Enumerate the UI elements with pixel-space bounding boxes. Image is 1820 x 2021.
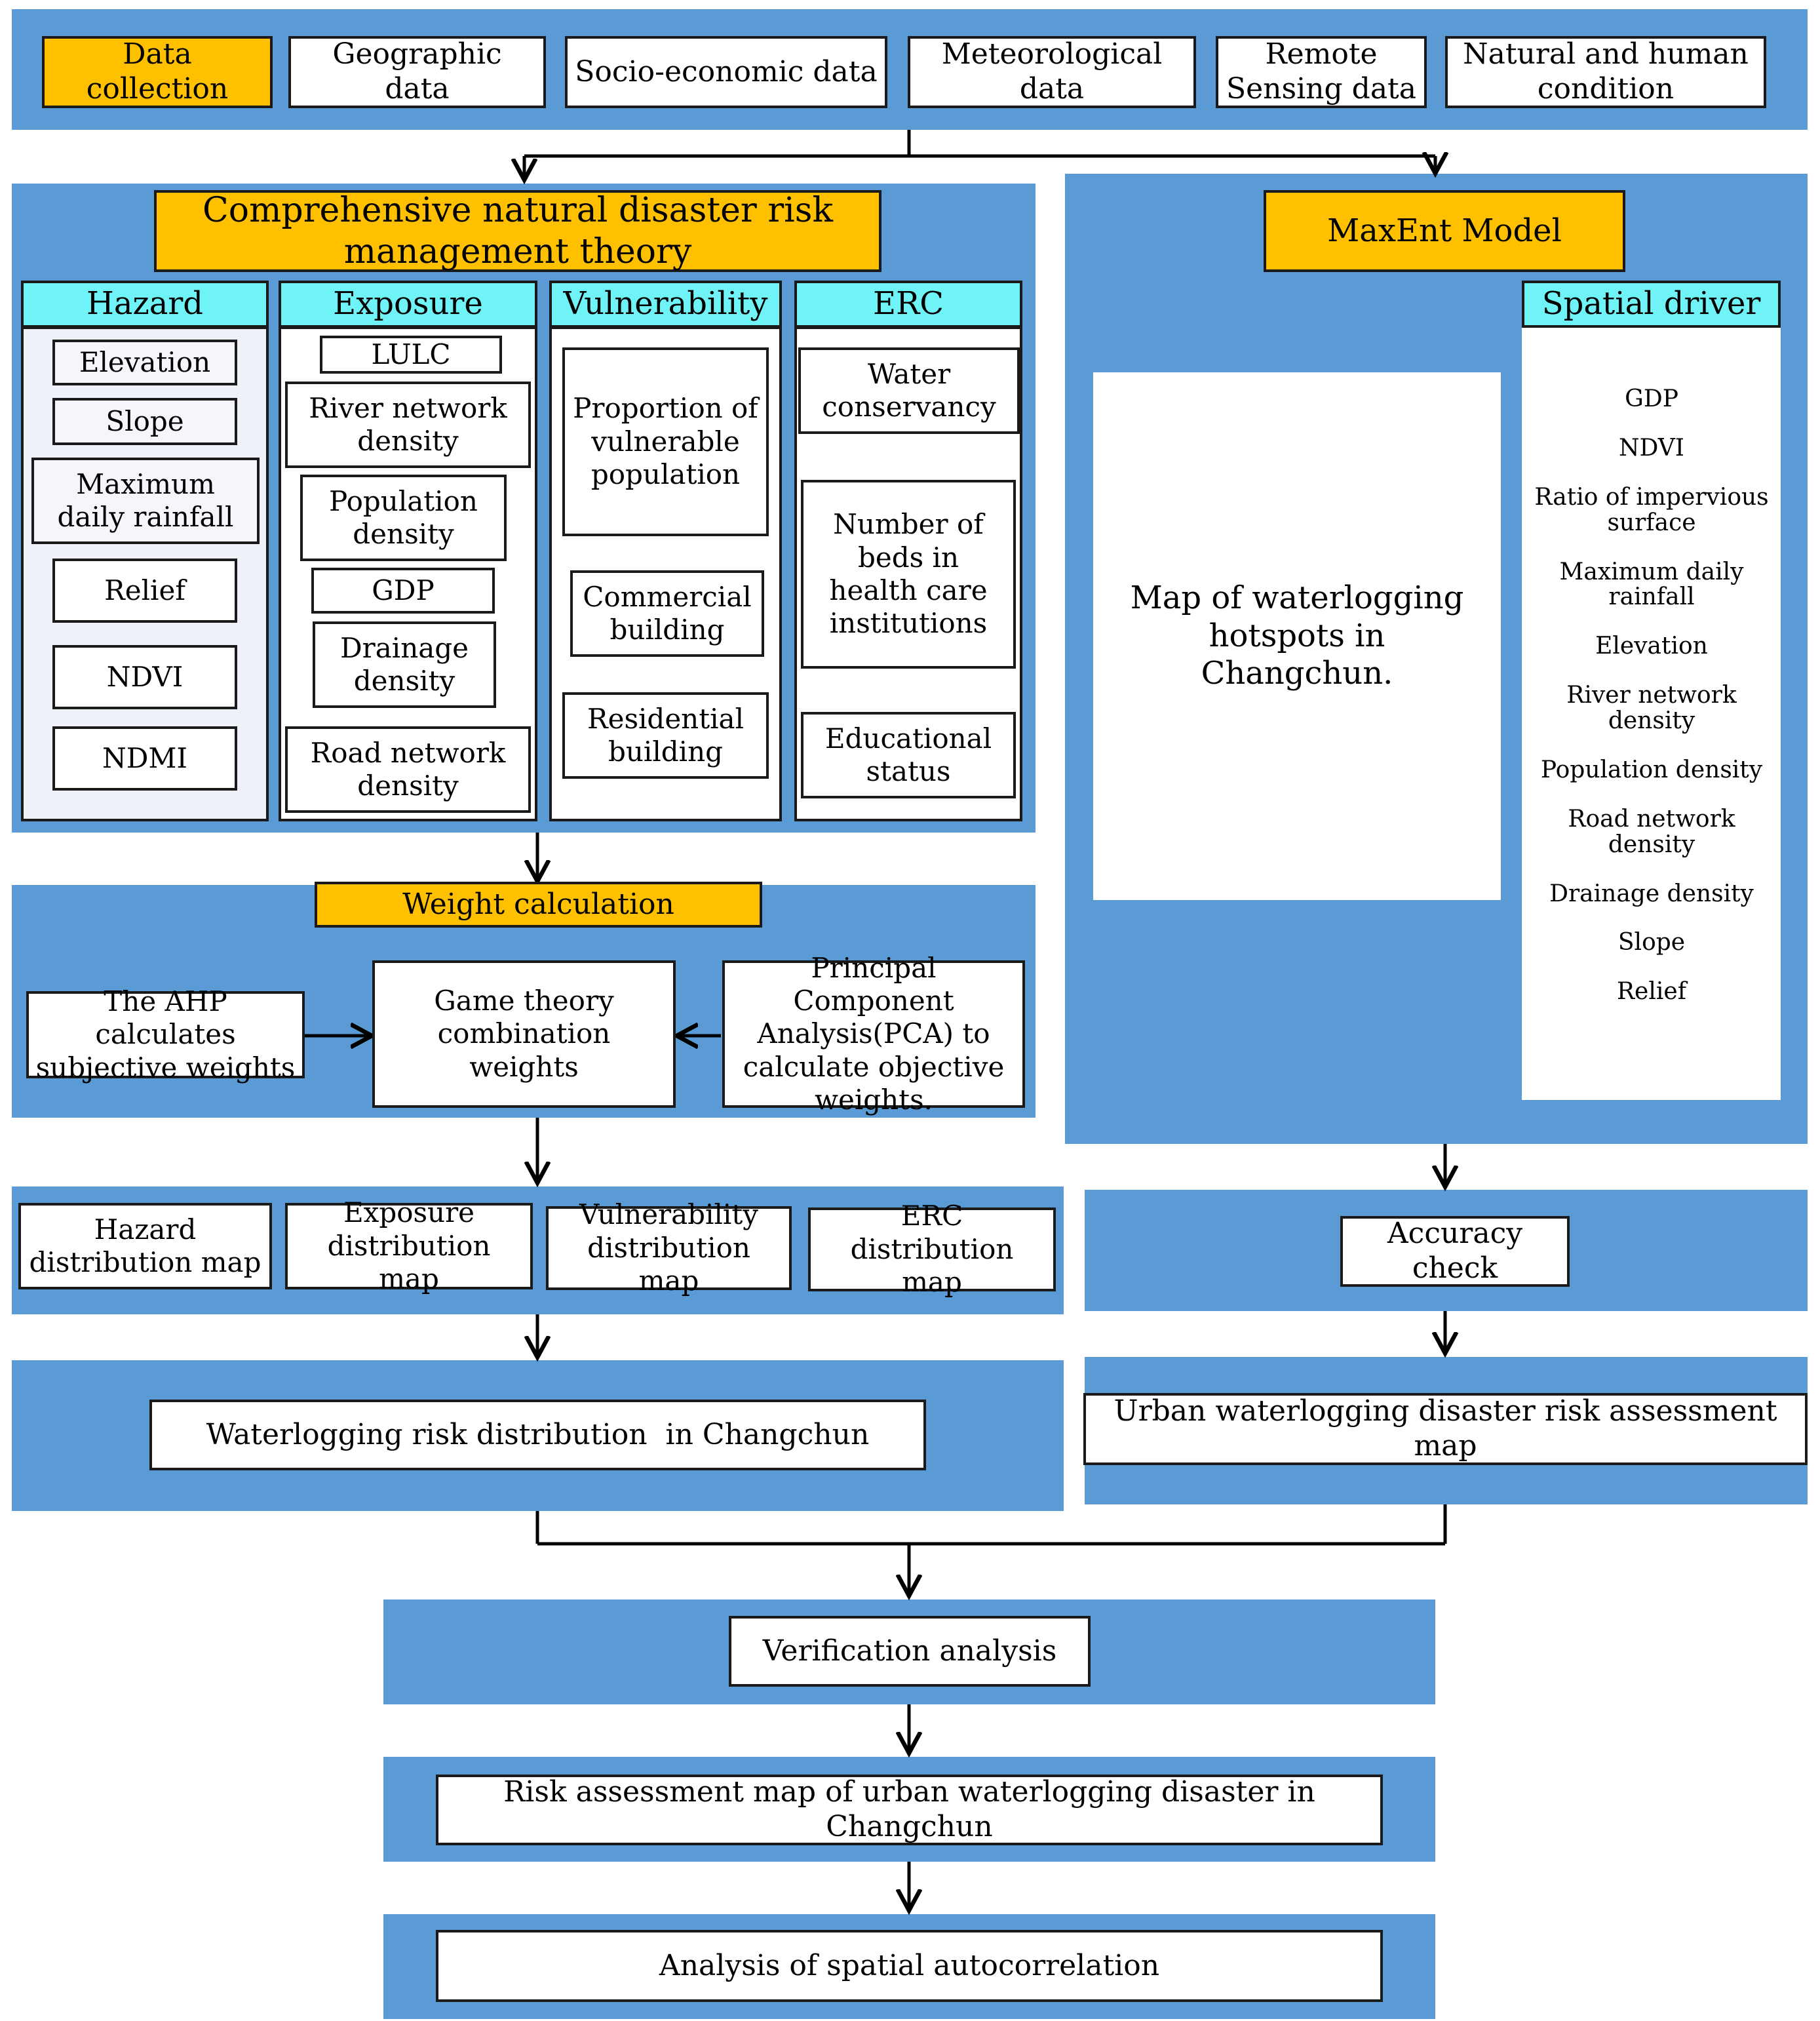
geographic-data: Geographic data (288, 36, 546, 108)
exposure-drainage-density: Drainage density (313, 621, 496, 708)
erc-distribution-map: ERC distribution map (808, 1200, 1056, 1298)
spatial-driver-item: Maximum daily rainfall (1559, 558, 1744, 611)
hazard-max-daily-rainfall: Maximum daily rainfall (31, 458, 260, 544)
spatial-driver-item: Road network density (1568, 805, 1735, 858)
spatial-driver-item: Drainage density (1549, 880, 1754, 907)
socio-economic-data: Socio-economic data (565, 36, 887, 108)
exposure-distribution-map: Exposure distribution map (285, 1196, 533, 1295)
exposure-road-network-density: Road network density (285, 726, 531, 813)
natural-human-condition: Natural and human condition (1445, 36, 1766, 108)
ahp-box: The AHP calculates subjective weights (26, 985, 305, 1084)
hazard-distribution-map: Hazard distribution map (18, 1203, 272, 1289)
spatial-driver-item: Relief (1616, 978, 1687, 1006)
spatial-driver-list: GDP NDVI Ratio of impervious surface Max… (1520, 385, 1783, 1029)
hazard-relief: Relief (52, 559, 237, 623)
data-collection-title: Data collection (42, 36, 273, 108)
erc-health-care-beds: Number of beds in health care institutio… (801, 480, 1016, 669)
meteorological-data: Meteorological data (908, 36, 1196, 108)
waterlogging-hotspots-map: Map of waterlogging hotspots in Changchu… (1093, 372, 1501, 900)
erc-water-conservancy: Water conservancy (798, 347, 1020, 434)
hazard-ndvi: NDVI (52, 645, 237, 709)
exposure-river-network-density: River network density (285, 382, 531, 468)
vulnerability-distribution-map: Vulnerability distribution map (546, 1198, 792, 1297)
game-theory-box: Game theory combination weights (372, 960, 676, 1108)
exposure-gdp: GDP (311, 568, 495, 614)
spatial-driver-item: River network density (1566, 682, 1737, 734)
weight-calculation-title: Weight calculation (315, 882, 762, 928)
remote-sensing-data: Remote Sensing data (1216, 36, 1427, 108)
hazard-ndmi: NDMI (52, 726, 237, 791)
exposure-header: Exposure (279, 281, 537, 328)
hazard-slope: Slope (52, 398, 237, 445)
vulnerability-commercial: Commercial building (570, 570, 764, 657)
spatial-driver-column (1522, 328, 1781, 1100)
vulnerability-proportion: Proportion of vulnerable population (562, 347, 769, 536)
spatial-driver-item: Slope (1617, 929, 1686, 956)
erc-header: ERC (794, 281, 1022, 328)
hazard-header: Hazard (21, 281, 269, 328)
urban-waterlogging-risk-map: Urban waterlogging disaster risk assessm… (1083, 1393, 1808, 1465)
verification-analysis: Verification analysis (729, 1616, 1091, 1687)
maxent-title: MaxEnt Model (1264, 190, 1625, 272)
vulnerability-header: Vulnerability (549, 281, 782, 328)
exposure-lulc: LULC (320, 336, 502, 374)
theory-title: Comprehensive natural disaster risk mana… (154, 190, 881, 272)
spatial-driver-item: Elevation (1595, 633, 1708, 660)
hazard-elevation: Elevation (52, 340, 237, 385)
accuracy-check: Accuracy check (1340, 1216, 1570, 1287)
spatial-autocorrelation: Analysis of spatial autocorrelation (436, 1930, 1383, 2002)
risk-assessment-map: Risk assessment map of urban waterloggin… (436, 1775, 1383, 1845)
erc-educational-status: Educational status (801, 712, 1016, 798)
spatial-driver-header: Spatial driver (1522, 281, 1781, 328)
spatial-driver-item: GDP (1625, 385, 1678, 412)
spatial-driver-item: Population density (1540, 756, 1763, 783)
spatial-driver-item: Ratio of impervious surface (1534, 483, 1769, 536)
spatial-driver-item: NDVI (1619, 434, 1684, 461)
pca-box: Principal Component Analysis(PCA) to cal… (722, 952, 1025, 1116)
waterlogging-risk-distribution: Waterlogging risk distribution in Changc… (149, 1400, 926, 1470)
vulnerability-residential: Residential building (562, 692, 769, 779)
exposure-population-density: Population density (300, 475, 507, 561)
